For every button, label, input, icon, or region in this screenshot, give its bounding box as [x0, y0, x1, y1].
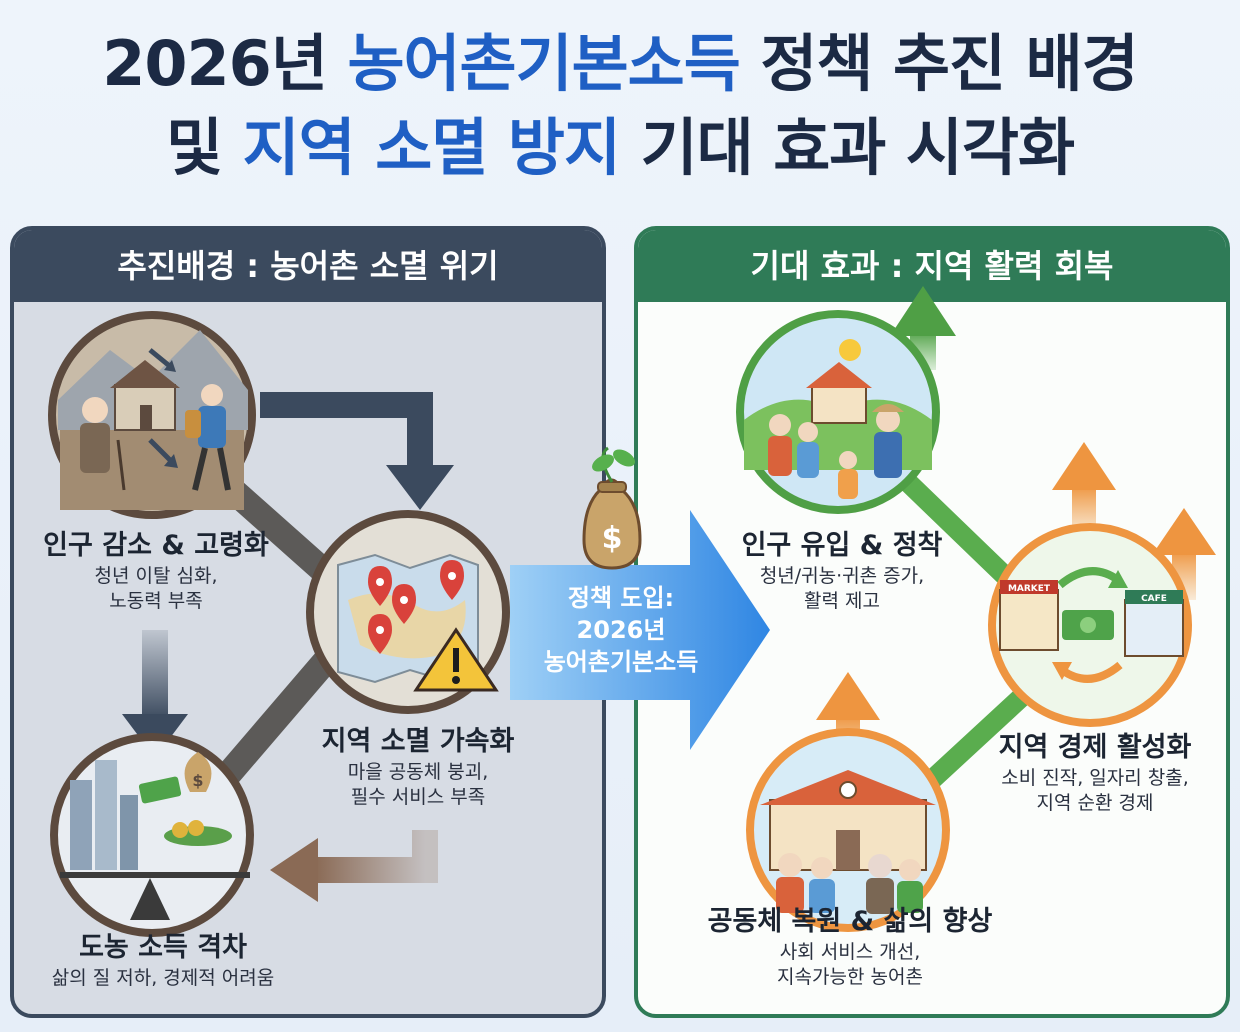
node-local-economy: 지역 경제 활성화 소비 진작, 일자리 창출, 지역 순환 경제	[970, 730, 1220, 816]
policy-introduction-label: 정책 도입: 2026년 농어촌기본소득	[512, 582, 730, 678]
node-income-gap-desc-1: 삶의 질 저하, 경제적 어려움	[51, 967, 275, 989]
shop-sign-market: MARKET	[1008, 584, 1051, 594]
node-local-economy-desc-1: 소비 진작, 일자리 창출,	[1001, 767, 1189, 789]
arrow-to-income-line	[315, 830, 438, 883]
policy-arrow	[510, 510, 770, 750]
policy-line-1: 정책 도입:	[567, 584, 675, 612]
connector-income-region	[205, 641, 345, 799]
node-population-inflow-title: 인구 유입 & 정착	[741, 530, 943, 561]
growth-arrow-economy-1-head	[1052, 442, 1116, 490]
income-gap-illustration: $	[50, 733, 254, 937]
node-population-inflow: 인구 유입 & 정착 청년/귀농·귀촌 증가, 활력 제고	[724, 528, 960, 614]
node-population-inflow-desc-1: 청년/귀농·귀촌 증가,	[759, 565, 925, 587]
node-community-restoration: 공동체 복원 & 삶의 향상 사회 서비스 개선, 지속가능한 농어촌	[680, 904, 1020, 990]
shop-sign-cafe: CAFE	[1141, 594, 1167, 604]
region-decline-illustration	[306, 510, 510, 714]
node-community-restoration-desc-1: 사회 서비스 개선,	[779, 941, 921, 963]
node-community-restoration-desc-2: 지속가능한 농어촌	[777, 966, 923, 988]
node-population-decline-desc-2: 노동력 부족	[109, 590, 203, 612]
policy-line-2: 2026년	[576, 616, 666, 644]
node-population-decline: 인구 감소 & 고령화 청년 이탈 심화, 노동력 부족	[28, 528, 284, 614]
arrow-to-region-head	[386, 465, 454, 510]
title-and: 및	[165, 111, 243, 184]
growth-arrow-economy-2-head	[1152, 508, 1216, 555]
svg-text:$: $	[192, 771, 203, 790]
title-prevention: 지역 소멸 방지	[242, 111, 621, 184]
title-background: 정책 추진 배경	[739, 27, 1138, 100]
node-income-gap-title: 도농 소득 격차	[79, 932, 247, 963]
title-year: 2026년	[102, 27, 348, 100]
node-local-economy-desc-2: 지역 순환 경제	[1036, 792, 1154, 814]
local-economy-illustration: MARKET CAFE	[988, 523, 1192, 727]
growth-arrow-community-head	[816, 672, 880, 720]
arrow-to-region-line	[260, 392, 433, 470]
node-region-decline-desc-1: 마을 공동체 붕괴,	[347, 761, 489, 783]
money-bag-symbol: $	[602, 521, 623, 556]
policy-line-3: 농어촌기본소득	[543, 648, 699, 676]
community-illustration	[746, 728, 950, 932]
node-population-decline-desc-1: 청년 이탈 심화,	[94, 565, 218, 587]
node-population-inflow-desc-2: 활력 제고	[804, 590, 880, 612]
node-income-gap: 도농 소득 격차 삶의 질 저하, 경제적 어려움	[28, 930, 298, 991]
page-title: 2026년 농어촌기본소득 정책 추진 배경 및 지역 소멸 방지 기대 효과 …	[0, 22, 1240, 190]
node-population-decline-title: 인구 감소 & 고령화	[43, 530, 269, 561]
node-region-decline: 지역 소멸 가속화 마을 공동체 붕괴, 필수 서비스 부족	[300, 724, 536, 810]
background-panel-header: 추진배경 : 농어촌 소멸 위기	[14, 230, 602, 302]
title-effects: 기대 효과 시각화	[620, 111, 1075, 184]
node-region-decline-title: 지역 소멸 가속화	[321, 726, 515, 757]
money-bag-icon: $	[582, 446, 642, 570]
node-local-economy-title: 지역 경제 활성화	[998, 732, 1192, 763]
arrow-down-line	[142, 630, 168, 720]
growth-arrow-inflow-head	[890, 286, 956, 336]
node-community-restoration-title: 공동체 복원 & 삶의 향상	[707, 906, 993, 937]
node-region-decline-desc-2: 필수 서비스 부족	[350, 786, 486, 808]
title-line-1: 2026년 농어촌기본소득 정책 추진 배경	[0, 22, 1240, 106]
arrow-to-income-head	[270, 838, 318, 902]
population-decline-illustration	[48, 311, 256, 519]
title-policy-name: 농어촌기본소득	[347, 27, 740, 100]
population-inflow-illustration	[736, 310, 940, 514]
effects-panel-header: 기대 효과 : 지역 활력 회복	[638, 230, 1226, 302]
title-line-2: 및 지역 소멸 방지 기대 효과 시각화	[0, 106, 1240, 190]
